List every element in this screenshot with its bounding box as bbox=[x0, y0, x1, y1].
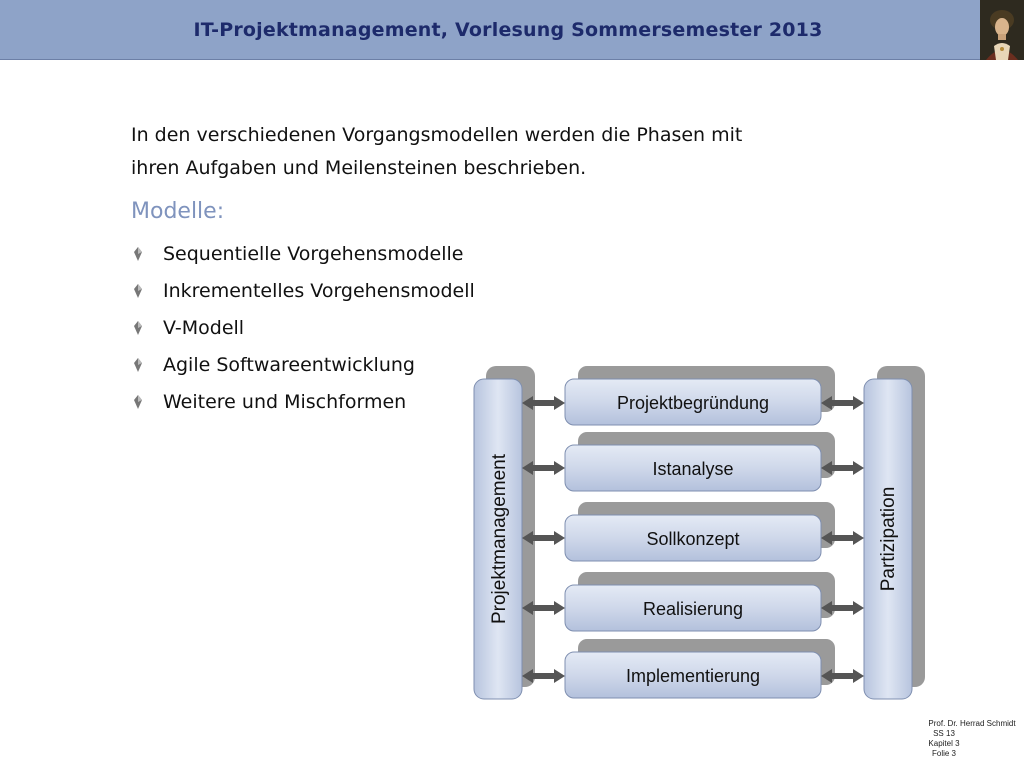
footer-author: Prof. Dr. Herrad Schmidt bbox=[902, 719, 1024, 729]
intro-line-2: ihren Aufgaben und Meilensteinen beschri… bbox=[131, 152, 891, 185]
slide-title: IT-Projektmanagement, Vorlesung Sommerse… bbox=[0, 0, 1016, 60]
list-item-label: Sequentielle Vorgehensmodelle bbox=[163, 243, 463, 265]
bullet-icon bbox=[133, 321, 143, 335]
phase-label: Realisierung bbox=[643, 599, 743, 619]
portrait-image bbox=[980, 0, 1024, 60]
list-item: Inkrementelles Vorgehensmodell bbox=[131, 273, 475, 310]
list-item: V-Modell bbox=[131, 310, 475, 347]
list-item-label: Weitere und Mischformen bbox=[163, 391, 406, 413]
phase-label: Projektbegründung bbox=[617, 393, 769, 413]
list-item: Weitere und Mischformen bbox=[131, 384, 475, 421]
footer-slide-number: Folie 3 bbox=[874, 749, 1014, 759]
intro-text: In den verschiedenen Vorgangsmodellen we… bbox=[131, 119, 891, 185]
slide-header: IT-Projektmanagement, Vorlesung Sommerse… bbox=[0, 0, 1024, 60]
list-item-label: V-Modell bbox=[163, 317, 244, 339]
bullet-icon bbox=[133, 395, 143, 409]
footer-chapter: Kapitel 3 bbox=[874, 739, 1014, 749]
list-item-label: Agile Softwareentwicklung bbox=[163, 354, 415, 376]
slide-footer: Prof. Dr. Herrad Schmidt SS 13 Kapitel 3… bbox=[874, 719, 1014, 759]
phase-label: Istanalyse bbox=[652, 459, 733, 479]
phase-label: Implementierung bbox=[626, 666, 760, 686]
bullet-icon bbox=[133, 284, 143, 298]
list-item-label: Inkrementelles Vorgehensmodell bbox=[163, 280, 475, 302]
footer-semester: SS 13 bbox=[874, 729, 1014, 739]
list-item: Agile Softwareentwicklung bbox=[131, 347, 475, 384]
models-heading: Modelle: bbox=[131, 199, 224, 224]
left-bar-label: Projektmanagement bbox=[489, 453, 510, 624]
bullet-icon bbox=[133, 247, 143, 261]
models-list: Sequentielle Vorgehensmodelle Inkremente… bbox=[131, 236, 475, 421]
right-bar-label: Partizipation bbox=[878, 487, 899, 592]
phase-label: Sollkonzept bbox=[646, 529, 739, 549]
bullet-icon bbox=[133, 358, 143, 372]
intro-line-1: In den verschiedenen Vorgangsmodellen we… bbox=[131, 119, 891, 152]
list-item: Sequentielle Vorgehensmodelle bbox=[131, 236, 475, 273]
